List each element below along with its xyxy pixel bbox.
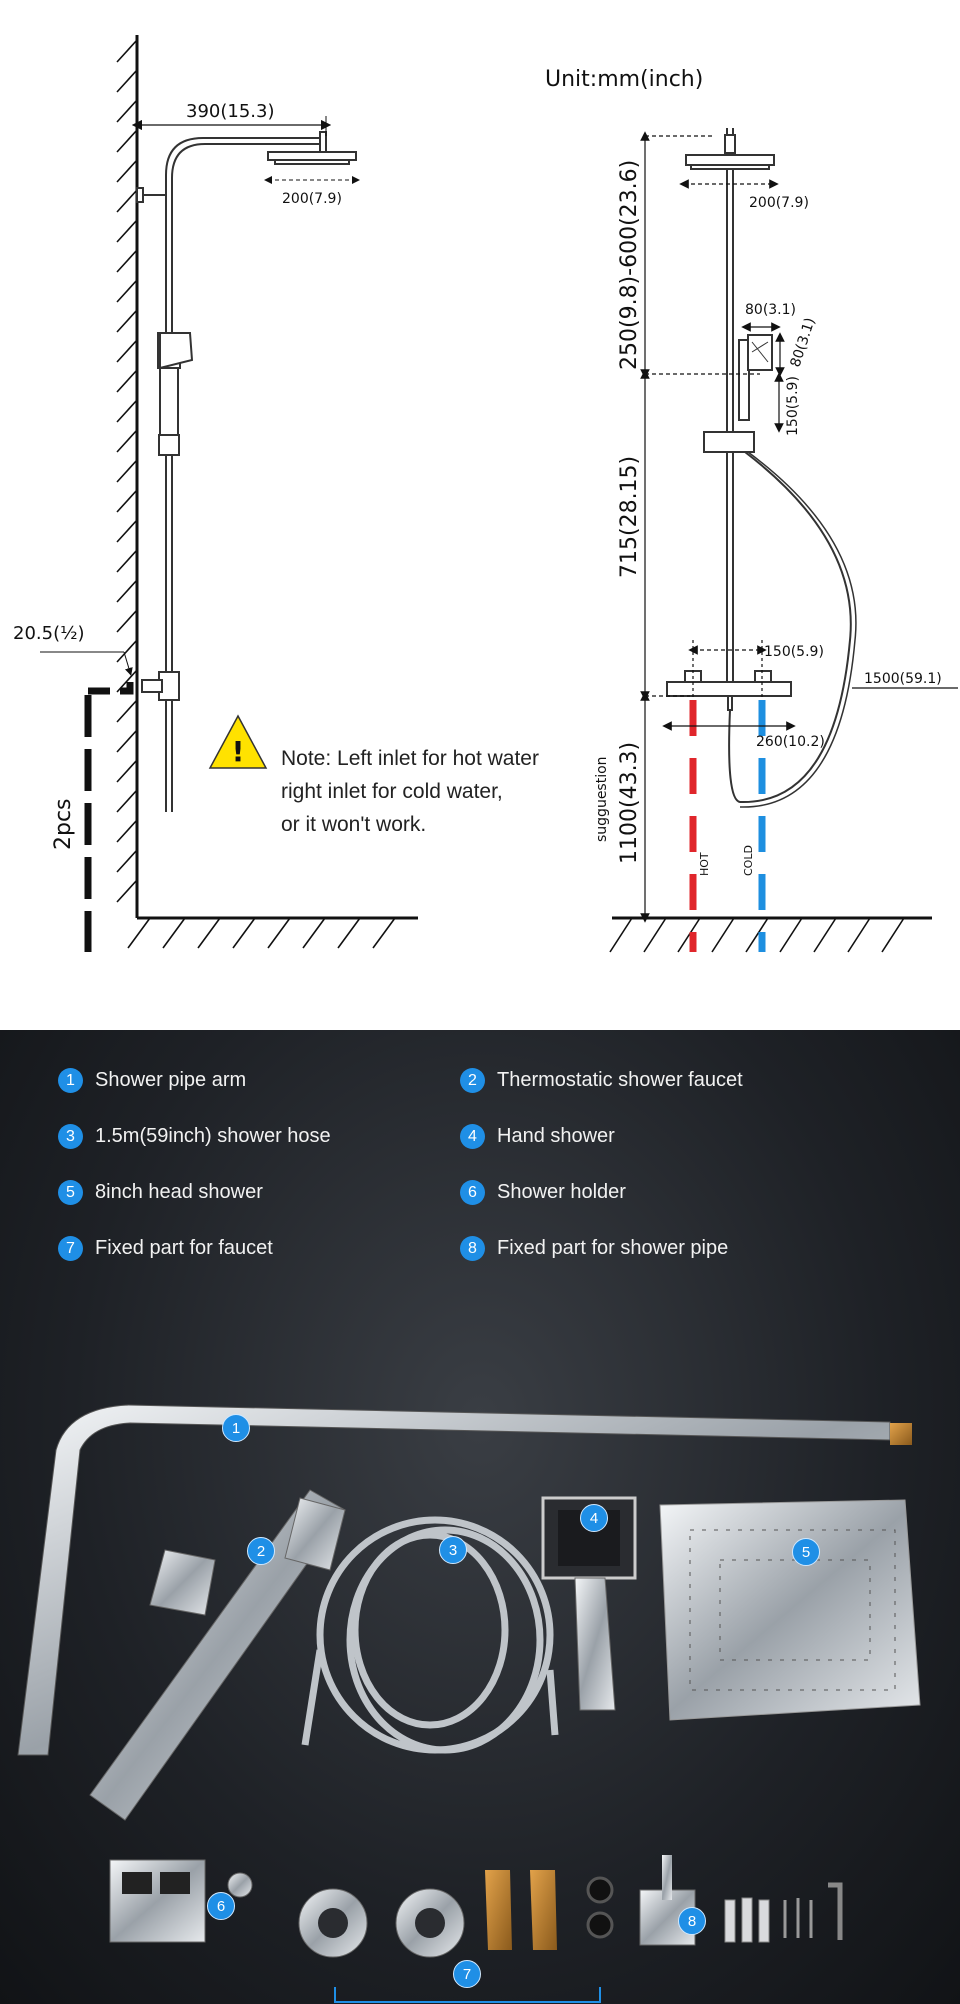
legend-item: 7 Fixed part for faucet (58, 1236, 273, 1261)
dimension-diagram: Unit:mm(inch) (13, 35, 958, 953)
photo-badge-1: 1 (222, 1414, 250, 1442)
legend-label: 1.5m(59inch) shower hose (95, 1125, 331, 1147)
photo-badge-6: 6 (207, 1892, 235, 1920)
legend-item: 4 Hand shower (460, 1124, 615, 1149)
legend-label: Shower pipe arm (95, 1069, 247, 1091)
legend-item: 3 1.5m(59inch) shower hose (58, 1124, 331, 1149)
right-dimensions (640, 131, 958, 923)
legend-badge: 7 (58, 1236, 83, 1261)
legend-label: Thermostatic shower faucet (497, 1069, 743, 1091)
left-head-width: 200(7.9) (282, 191, 342, 207)
thermostatic-faucet (89, 1489, 346, 1821)
shower-pipe-arm (17, 1404, 912, 1756)
legend-label: Fixed part for faucet (95, 1237, 273, 1259)
pipe-fixing-parts (639, 1855, 843, 1946)
left-dimensions: 390(15.3) 200(7.9) 20.5(½) 2pcs (13, 101, 360, 952)
right-shower-front-view (666, 128, 857, 808)
left-arm-length: 390(15.3) (186, 101, 274, 122)
shower-hose (301, 1516, 559, 1754)
hand-length: 150(5.9) (785, 376, 801, 436)
legend-label: Fixed part for shower pipe (497, 1237, 729, 1259)
legend-badge: 5 (58, 1180, 83, 1205)
photo-badge-3: 3 (439, 1536, 467, 1564)
right-floor (609, 916, 932, 953)
photo-badge-7: 7 (453, 1960, 481, 1988)
photo-badge-4: 4 (580, 1504, 608, 1532)
faucet-width: 260(10.2) (756, 734, 825, 750)
note-line-1: Note: Left inlet for hot water (281, 747, 539, 770)
legend-item: 6 Shower holder (460, 1180, 626, 1205)
left-shower-side-view (136, 131, 357, 812)
left-wall (116, 35, 139, 918)
head-shower (659, 1499, 921, 1721)
right-dimension-labels: 200(7.9) 250(9.8)-600(23.6) 80(3.1) 80(3… (594, 160, 942, 864)
photo-badge-8: 8 (678, 1907, 706, 1935)
inlet-pipes: HOT COLD (689, 700, 766, 952)
left-inlet-offset: 20.5(½) (13, 623, 85, 644)
left-floor (127, 916, 418, 949)
svg-text:!: ! (232, 735, 245, 768)
photo-badge-5: 5 (792, 1538, 820, 1566)
legend-badge: 8 (460, 1236, 485, 1261)
hot-label: HOT (698, 852, 711, 876)
warning-note: ! Note: Left inlet for hot water right i… (208, 714, 539, 836)
legend-badge: 3 (58, 1124, 83, 1149)
legend-item: 8 Fixed part for shower pipe (460, 1236, 728, 1261)
note-line-3: or it won't work. (281, 813, 426, 836)
legend-badge: 4 (460, 1124, 485, 1149)
warning-icon (208, 714, 268, 769)
hand-width: 80(3.1) (745, 302, 796, 318)
unit-label: Unit:mm(inch) (545, 67, 703, 92)
left-inlet-count: 2pcs (51, 798, 76, 850)
legend-badge: 1 (58, 1068, 83, 1093)
legend-item: 2 Thermostatic shower faucet (460, 1068, 743, 1093)
install-height: 1100(43.3) (617, 742, 642, 864)
cold-label: COLD (742, 845, 755, 876)
right-head-width: 200(7.9) (749, 195, 809, 211)
faucet-center: 150(5.9) (764, 644, 824, 660)
hand-depth: 80(3.1) (788, 316, 819, 369)
legend-label: Shower holder (497, 1181, 626, 1203)
holder-to-faucet: 715(28.15) (617, 456, 642, 578)
hand-shower (541, 1496, 637, 1711)
parts-photo (17, 1404, 921, 2003)
note-line-2: right inlet for cold water, (281, 780, 503, 803)
shower-holder (109, 1859, 253, 1943)
legend-item: 1 Shower pipe arm (58, 1068, 246, 1093)
legend-item: 5 8inch head shower (58, 1180, 263, 1205)
head-height-range: 250(9.8)-600(23.6) (617, 160, 642, 370)
legend-label: Hand shower (497, 1125, 615, 1147)
photo-badge-2: 2 (247, 1537, 275, 1565)
diagram-drawing: Unit:mm(inch) (13, 35, 958, 953)
hose-length: 1500(59.1) (864, 671, 942, 687)
legend-label: 8inch head shower (95, 1181, 263, 1203)
legend-badge: 6 (460, 1180, 485, 1205)
legend-badge: 2 (460, 1068, 485, 1093)
faucet-fixing-parts (298, 1870, 614, 2003)
suggestion-label: sugguestion (594, 756, 610, 842)
parts-panel: 1 Shower pipe arm 2 Thermostatic shower … (0, 1030, 960, 2004)
